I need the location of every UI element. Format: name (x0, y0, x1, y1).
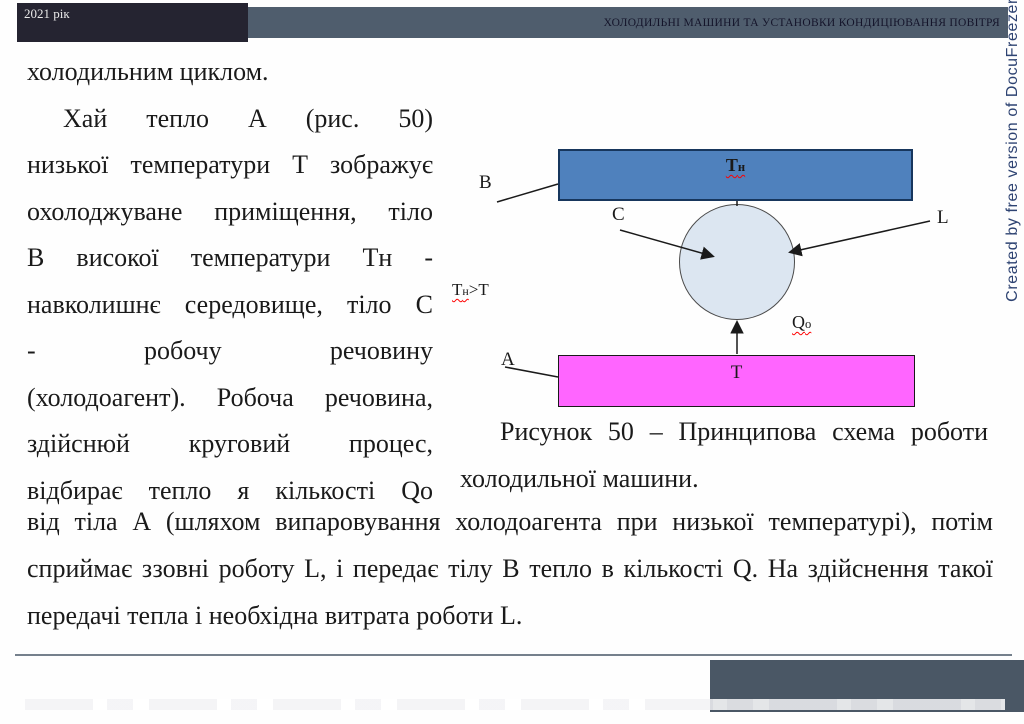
faded-text-artifact (25, 699, 1005, 710)
text-line: (холодоагент). Робоча речовина, (27, 382, 433, 412)
text-line: - робочу речовину (27, 336, 433, 365)
text-line: від тіла А (шляхом випаровування холодоа… (27, 507, 993, 536)
hot-body-label: Тн (725, 155, 746, 175)
text-line: охолоджуване приміщення, тіло (27, 196, 433, 226)
text-line: В високої температури Тн - (27, 243, 433, 272)
label-c: C (612, 204, 625, 225)
text-line: Хай тепло А (рис. 50) (63, 103, 433, 133)
header-year-box: 2021 рік (17, 3, 248, 42)
cold-body-label: Т (730, 362, 743, 383)
label-l: L (937, 207, 949, 228)
heat-qo-label: Qо (792, 312, 812, 332)
leader-line-b (496, 183, 559, 203)
text-line: холодильним циклом. (27, 57, 269, 86)
caption-line: холодильної машини. (460, 464, 699, 493)
label-b: B (479, 172, 492, 193)
header-title-bar: ХОЛОДИЛЬНІ МАШИНИ ТА УСТАНОВКИ КОНДИЦІЮВ… (248, 7, 1008, 38)
text-line: низької температури Т зображує (27, 150, 433, 179)
watermark-vertical-text: Created by free version of DocuFreezer (1004, 0, 1021, 302)
cold-body-rectangle: Т (558, 355, 915, 407)
left-text-column: холодильним циклом. Хай тепло А (рис. 50… (27, 49, 433, 514)
bottom-paragraph: від тіла А (шляхом випаровування холодоа… (27, 498, 993, 639)
figure-caption: Рисунок 50 – Принципова схема роботи хол… (460, 408, 988, 502)
working-substance-circle (679, 204, 795, 320)
caption-line: Рисунок 50 – Принципова схема роботи (500, 417, 988, 446)
text-line: сприймає ззовні роботу L, і передає тілу… (27, 554, 993, 583)
text-line: відбирає тепло я кількості Qо (27, 475, 433, 505)
hot-body-rectangle: Тн (558, 149, 913, 201)
text-line: навколишнє середовище, тіло С (27, 289, 433, 319)
header-running-title: ХОЛОДИЛЬНІ МАШИНИ ТА УСТАНОВКИ КОНДИЦІЮВ… (603, 16, 1000, 29)
text-line: здійснюй круговий процес, (27, 429, 433, 458)
temperature-condition: Тн>Т (452, 280, 489, 299)
text-line: передачі тепла і необхідна витрата робот… (27, 601, 523, 630)
arrow-l (788, 220, 931, 257)
footer-rule (15, 654, 1012, 656)
header-year-label: 2021 рік (24, 6, 70, 21)
label-a: A (501, 349, 515, 370)
